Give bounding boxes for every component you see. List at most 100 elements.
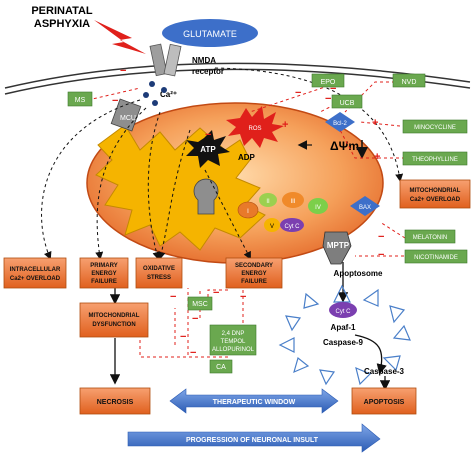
- therapy-dnp-label-2: TEMPOL: [221, 339, 246, 345]
- secondary-energy-failure-box: [225, 257, 283, 289]
- atp-burst: [186, 130, 230, 168]
- bcl2-label: Bcl-2: [333, 121, 347, 127]
- apoptosis-box: [351, 387, 417, 415]
- oxidative-label-2: STRESS: [147, 275, 171, 281]
- cytc-inner: [280, 218, 304, 232]
- primary-label-3: FAILURE: [91, 279, 117, 285]
- therapy-minocycline-label: MINOCYCLINE: [414, 125, 456, 131]
- therapy-epo-label: EPO: [321, 79, 336, 86]
- caspase3-label: Caspase-3: [364, 367, 405, 376]
- therapy-ms-label: MS: [75, 97, 86, 104]
- apoptosome-label: Apoptosome: [334, 269, 383, 278]
- minus-sign: −: [190, 347, 196, 359]
- plus-sign: +: [374, 151, 380, 163]
- primary-label-1: PRIMARY: [90, 263, 117, 269]
- therapy-boxes: MS EPO NVD UCB MINOCYCLINE THEOPHYLLINE …: [67, 73, 468, 374]
- therapy-epo-box: [311, 73, 345, 88]
- apoptosome-spokes: [278, 284, 411, 386]
- apoptosis-label: APOPTOSIS: [364, 399, 405, 406]
- bax-shape: [350, 196, 380, 216]
- therapy-ca-box: [209, 359, 233, 374]
- bcl2-shape: [325, 112, 355, 132]
- cristae: [95, 124, 266, 251]
- bax-label: BAX: [359, 205, 371, 211]
- consequence-boxes: INTRACELLULAR Ca2+ OVERLOAD PRIMARY ENER…: [3, 179, 471, 415]
- therapy-ms-box: [67, 91, 93, 107]
- mitoca-label-1: MITOCHONDRIAL: [410, 188, 461, 194]
- therapeutic-window-label: THERAPEUTIC WINDOW: [213, 399, 296, 406]
- ros-burst: [226, 106, 284, 148]
- mcu-channel: [110, 98, 142, 132]
- therapy-theophylline-box: [402, 151, 468, 166]
- nmda-receptor: [149, 43, 182, 77]
- minus-sign: −: [180, 331, 186, 343]
- therapy-melatonin-label: MELATONIN: [413, 235, 447, 241]
- dysfunction-label-2: DYSFUNCTION: [92, 322, 135, 328]
- secondary-label-3: FAILURE: [241, 279, 267, 285]
- oxidative-label-1: OXIDATIVE: [143, 266, 175, 272]
- cell-membrane-outer: [4, 62, 471, 89]
- membrane-potential-label: ΔΨm: [330, 139, 359, 153]
- caspase9-label: Caspase-9: [323, 338, 364, 347]
- therapy-msc-box: [187, 296, 213, 311]
- minus-sign: −: [120, 65, 126, 77]
- minus-sign: −: [112, 95, 118, 107]
- pathway-arrows: [41, 67, 404, 260]
- therapy-dnp-label-3: ALLOPURINOL: [212, 347, 255, 353]
- primary-label-2: ENERGY: [91, 271, 116, 277]
- therapy-nicotinamide-box: [404, 249, 468, 264]
- header-line2: ASPHYXIA: [34, 18, 90, 30]
- minus-sign: −: [378, 231, 384, 243]
- calcium-label: Ca²⁺: [160, 90, 177, 99]
- mptp-pore: [322, 231, 352, 265]
- therapy-nicotinamide-label: NICOTINAMIDE: [414, 255, 458, 261]
- mitochondrial-overload-box: [399, 179, 471, 209]
- therapy-ca-label: CA: [216, 364, 226, 371]
- complex-3-label: III: [290, 199, 295, 205]
- header-line1: PERINATAL: [31, 5, 93, 17]
- therapy-dnp-box: [209, 324, 257, 356]
- therapy-ucb-box: [331, 94, 363, 109]
- minus-sign: −: [240, 291, 246, 303]
- mitochondrial-dysfunction-box: [79, 302, 149, 338]
- therapeutic-window-arrow: THERAPEUTIC WINDOW: [169, 388, 339, 414]
- therapy-theophylline-label: THEOPHYLLINE: [412, 157, 458, 163]
- complex-4-label: IV: [315, 205, 321, 211]
- therapy-minocycline-box: [402, 119, 468, 134]
- apoptosome-cytc: [329, 302, 357, 318]
- therapy-msc-label: MSC: [192, 301, 208, 308]
- complex-5-label: V: [270, 224, 274, 230]
- necrosis-label: NECROSIS: [97, 399, 134, 406]
- oxidative-stress-box: [135, 257, 183, 289]
- minus-sign: −: [325, 93, 331, 105]
- dysfunction-label-1: MITOCHONDRIAL: [89, 313, 140, 319]
- lightning-bolt-icon: [94, 20, 146, 54]
- cytc-inner-label: Cyt C: [285, 224, 301, 230]
- therapy-dnp-label-1: 2,4 DNP: [222, 331, 245, 337]
- apoptosome: Apoptosome Cyt C Apaf-1 Caspase-9: [278, 269, 411, 386]
- minus-sign: −: [205, 129, 211, 141]
- plus-sign: +: [282, 119, 288, 131]
- nmda-label-2: receptor: [192, 67, 224, 76]
- mitoca-label-2: Ca2+ OVERLOAD: [410, 197, 461, 203]
- minus-sign: −: [330, 83, 336, 95]
- intracellular-label-2: Ca2+ OVERLOAD: [10, 276, 61, 282]
- atp-synthase-icon: [193, 178, 219, 215]
- plus-sign: +: [372, 117, 378, 129]
- intracellular-overload-box: [3, 257, 67, 289]
- minus-sign: −: [170, 291, 176, 303]
- therapy-nvd-label: NVD: [402, 79, 417, 86]
- mptp-label: MPTP: [327, 241, 350, 250]
- glutamate-ellipse: [162, 19, 258, 47]
- necrosis-box: [79, 387, 151, 415]
- apaf1-label: Apaf-1: [331, 323, 356, 332]
- minus-sign: −: [192, 313, 198, 325]
- atp-label: ATP: [200, 145, 216, 154]
- primary-energy-failure-box: [79, 257, 129, 289]
- complex-1-label: I: [247, 209, 249, 215]
- minus-sign: −: [295, 87, 301, 99]
- intracellular-label-1: INTRACELLULAR: [10, 267, 61, 273]
- secondary-label-2: ENERGY: [241, 271, 266, 277]
- ros-label: ROS: [248, 126, 261, 132]
